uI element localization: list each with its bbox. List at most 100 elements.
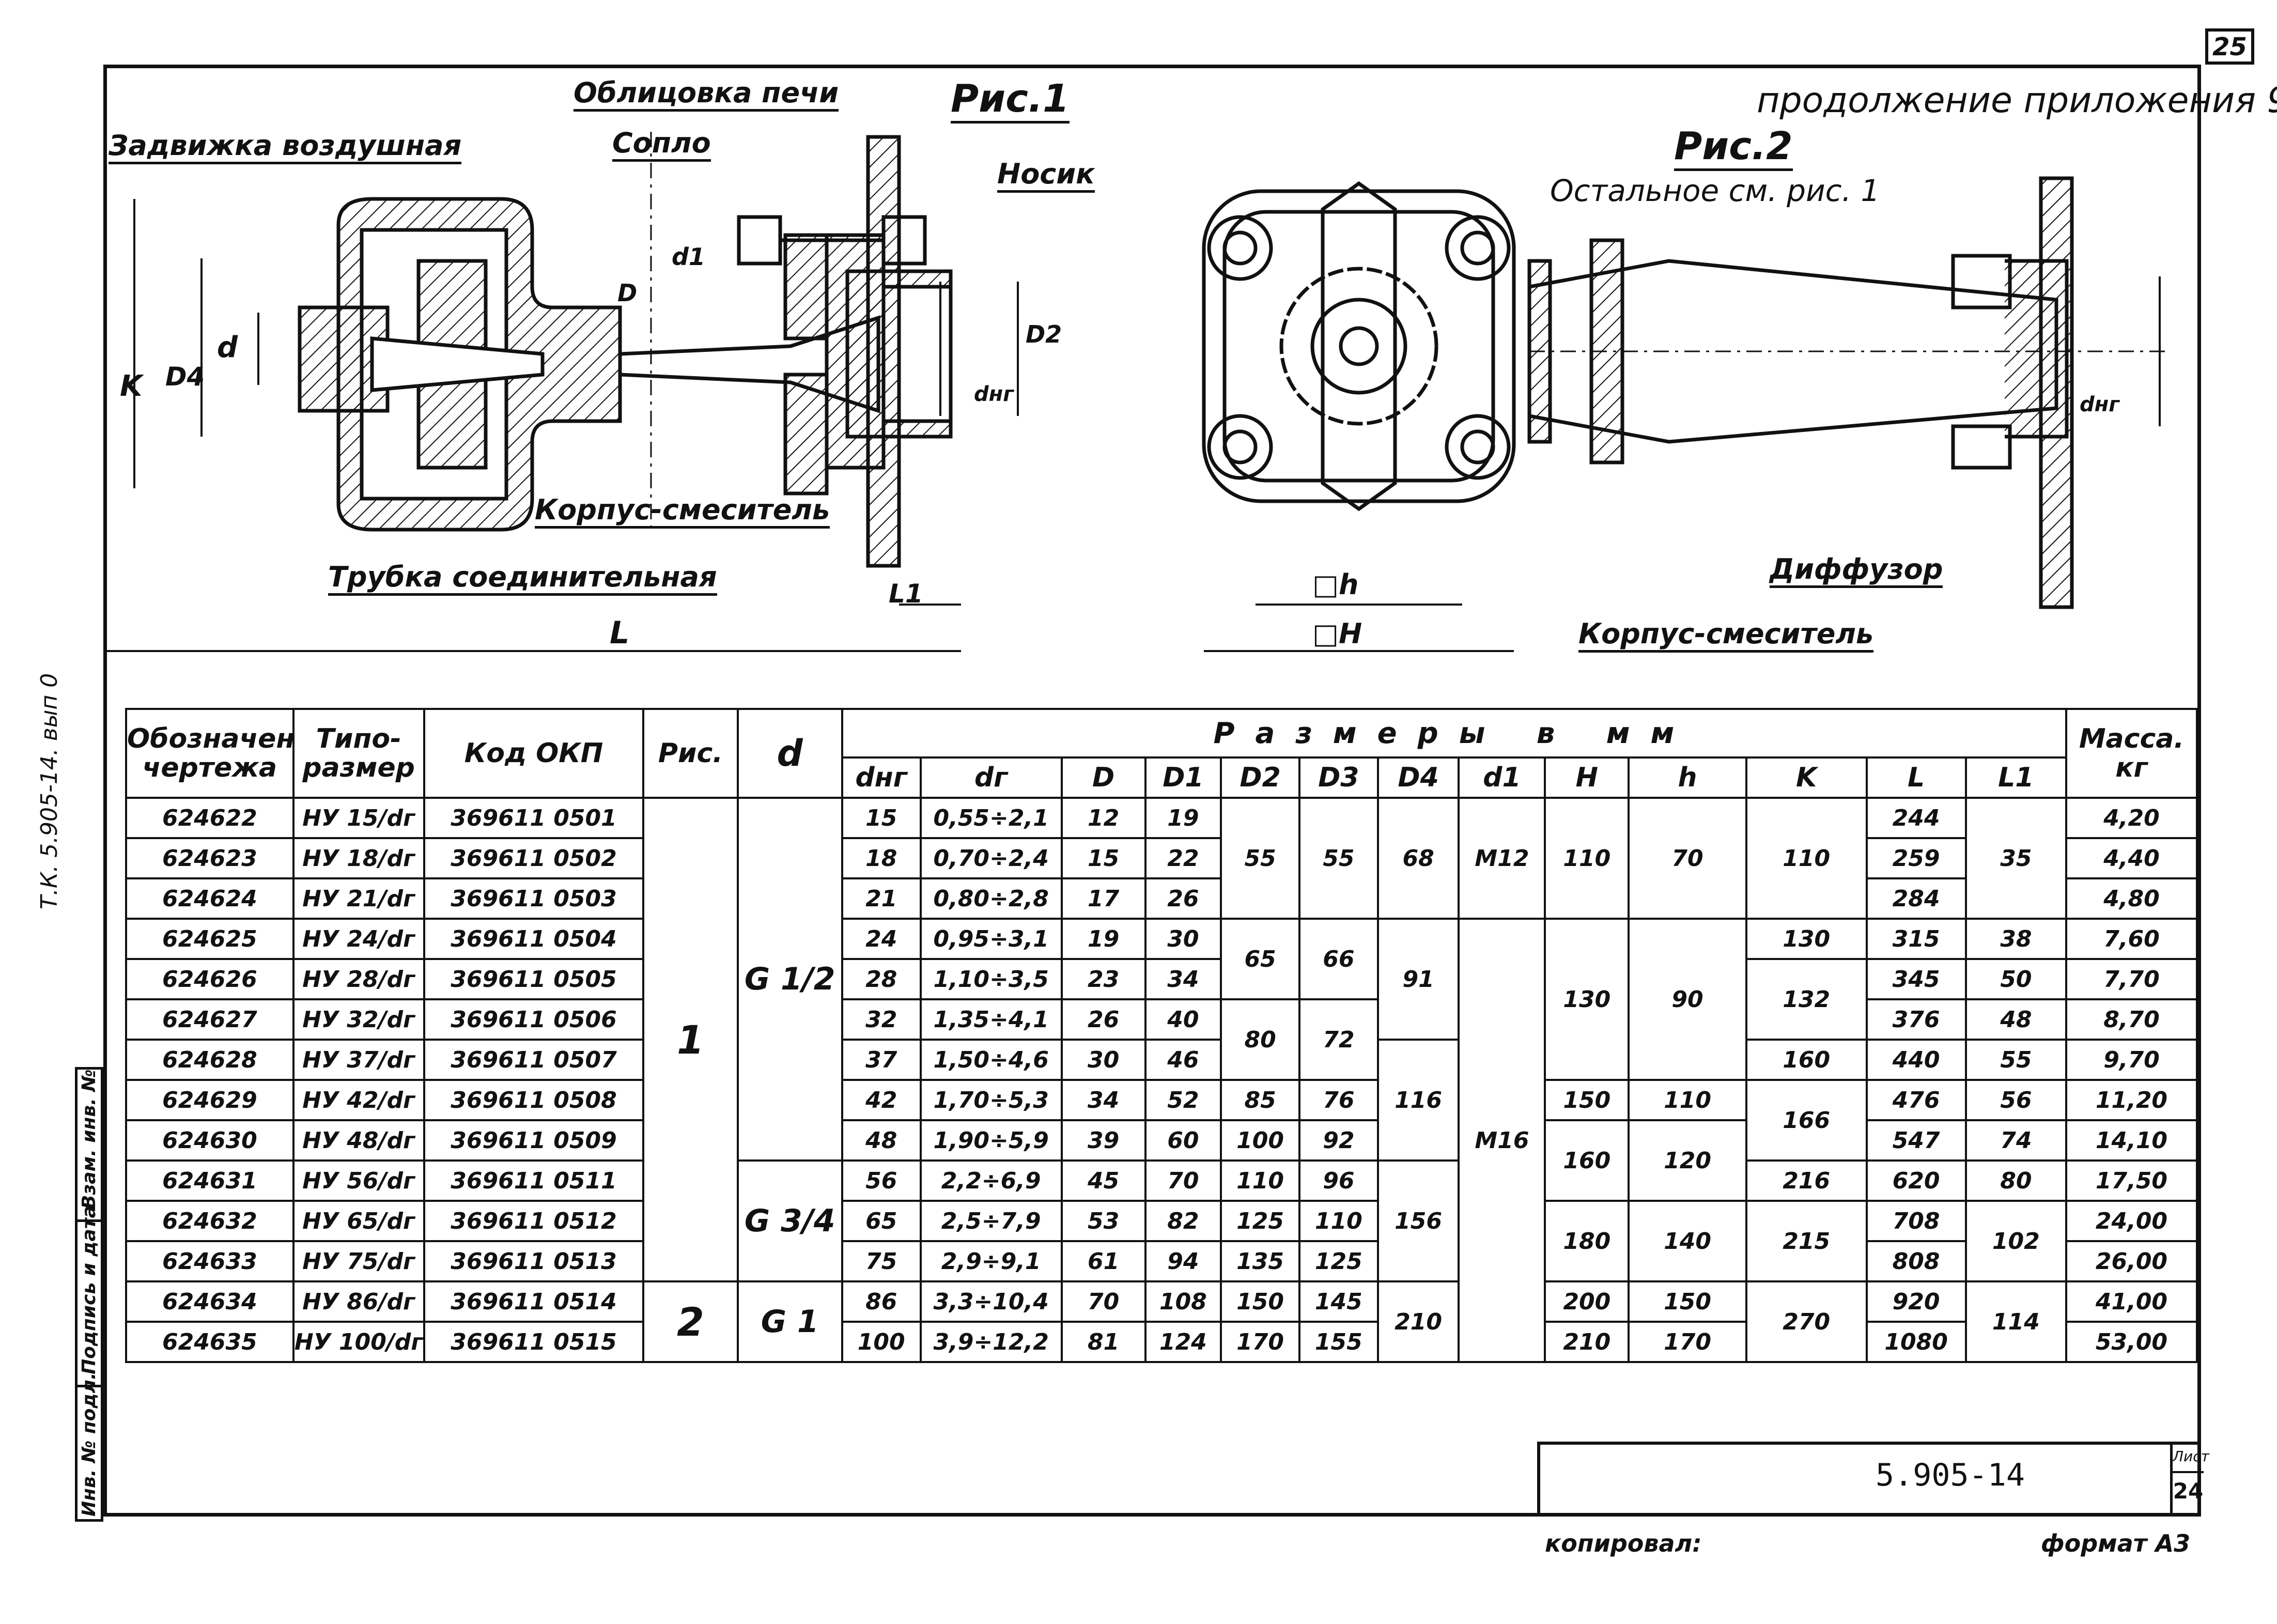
cell-D3: 125 xyxy=(1298,1240,1379,1282)
cell-D: 39 xyxy=(1060,1119,1147,1162)
header-d1: d1 xyxy=(1458,756,1546,799)
cell-mass: 7,70 xyxy=(2065,958,2198,1000)
cell-dng: 21 xyxy=(841,877,922,920)
cell-D1: 34 xyxy=(1144,958,1222,1000)
cell-K: 160 xyxy=(1745,1039,1868,1081)
cell-typesize: НУ 100/dг xyxy=(292,1321,425,1363)
cell-L: 547 xyxy=(1865,1119,1967,1162)
dim-dng-1: dнг xyxy=(974,382,1014,406)
cell-okp: 369611 0515 xyxy=(423,1321,645,1363)
cell-D3: 96 xyxy=(1298,1159,1379,1202)
header-dg: dг xyxy=(919,756,1063,799)
cell-D1: 30 xyxy=(1144,918,1222,960)
cell-D2: 135 xyxy=(1220,1240,1300,1282)
cell-K: 216 xyxy=(1745,1159,1868,1202)
cell-h: 110 xyxy=(1628,1079,1747,1121)
header-H: H xyxy=(1544,756,1630,799)
cell-typesize: НУ 15/dг xyxy=(292,797,425,839)
cell-h: 70 xyxy=(1628,797,1747,920)
table-row: 624635 НУ 100/dг 369611 0515 100 3,9÷12,… xyxy=(125,1321,2198,1363)
cell-D4: 156 xyxy=(1376,1159,1460,1282)
cell-D4: 68 xyxy=(1376,797,1460,920)
cell-H: 150 xyxy=(1544,1079,1630,1121)
cell-L1: 38 xyxy=(1964,918,2067,960)
cell-dng: 32 xyxy=(841,998,922,1041)
cell-typesize: НУ 24/dг xyxy=(292,918,425,960)
cell-D: 34 xyxy=(1060,1079,1147,1121)
cell-D: 45 xyxy=(1060,1159,1147,1202)
cell-D: 15 xyxy=(1060,837,1147,879)
cell-dng: 15 xyxy=(841,797,922,839)
cell-okp: 369611 0511 xyxy=(423,1159,645,1202)
table-row: 624622 НУ 15/dг 369611 0501 1 G 1/2 15 0… xyxy=(125,797,2198,1282)
cell-dg: 3,3÷10,4 xyxy=(919,1280,1063,1323)
technical-drawings xyxy=(103,132,2170,652)
header-D2: D2 xyxy=(1220,756,1300,799)
table-row: 624634 НУ 86/dг 369611 0514 2 G 1 86 3,3… xyxy=(125,1280,2198,1363)
cell-D: 12 xyxy=(1060,797,1147,839)
cell-D1: 19 xyxy=(1144,797,1222,839)
header-K: K xyxy=(1745,756,1868,799)
cell-designation: 624626 xyxy=(125,958,295,1000)
dim-L: L xyxy=(610,615,630,651)
cell-h: 140 xyxy=(1628,1200,1747,1282)
cell-dg: 2,2÷6,9 xyxy=(919,1159,1063,1202)
cell-K: 130 xyxy=(1745,918,1868,960)
cell-typesize: НУ 56/dг xyxy=(292,1159,425,1202)
cell-okp: 369611 0503 xyxy=(423,877,645,920)
cell-mass: 7,60 xyxy=(2065,918,2198,960)
label-diffuzor: Диффузор xyxy=(1770,553,1943,588)
cell-H: 130 xyxy=(1544,918,1630,1081)
cell-L1: 74 xyxy=(1964,1119,2067,1162)
cell-typesize: НУ 18/dг xyxy=(292,837,425,879)
cell-D2: 65 xyxy=(1220,918,1300,1000)
cell-mass: 24,00 xyxy=(2065,1200,2198,1242)
header-okp: Код ОКП xyxy=(423,708,645,799)
dim-D4: D4 xyxy=(165,362,205,392)
header-sizes-group: Размеры в мм xyxy=(841,708,2067,759)
cell-okp: 369611 0513 xyxy=(423,1240,645,1282)
cell-L: 345 xyxy=(1865,958,1967,1000)
table-row: 624625 НУ 24/dг 369611 0504 24 0,95÷3,1 … xyxy=(125,918,2198,1363)
cell-fig-2: 2 xyxy=(642,1280,739,1363)
table-row: 624628 НУ 37/dг 369611 0507 37 1,50÷4,6 … xyxy=(125,1039,2198,1162)
cell-L: 620 xyxy=(1865,1159,1967,1202)
cell-mass: 4,40 xyxy=(2065,837,2198,879)
cell-typesize: НУ 42/dг xyxy=(292,1079,425,1121)
cell-L1: 35 xyxy=(1964,797,2067,920)
list-box: Лист 24 xyxy=(2170,1442,2209,1517)
dim-K: K xyxy=(120,369,143,403)
cell-L: 315 xyxy=(1865,918,1967,960)
fig1-title: Рис.1 xyxy=(951,76,1070,123)
cell-okp: 369611 0509 xyxy=(423,1119,645,1162)
cell-dg: 0,80÷2,8 xyxy=(919,877,1063,920)
cell-mass: 41,00 xyxy=(2065,1280,2198,1323)
cell-typesize: НУ 65/dг xyxy=(292,1200,425,1242)
cell-dng: 100 xyxy=(841,1321,922,1363)
stamp-podpis: Подпись и дата xyxy=(79,1205,100,1374)
cell-H: 200 xyxy=(1544,1280,1630,1323)
label-oblitsovka: Облицовка печи xyxy=(574,76,839,112)
header-D: D xyxy=(1060,756,1147,799)
header-mass: Масса. кг xyxy=(2065,708,2198,799)
table-row: 624631 НУ 56/dг 369611 0511 G 3/4 56 2,2… xyxy=(125,1159,2198,1282)
cell-L1: 114 xyxy=(1964,1280,2067,1363)
cell-mass: 4,20 xyxy=(2065,797,2198,839)
cell-D: 81 xyxy=(1060,1321,1147,1363)
cell-dg: 3,9÷12,2 xyxy=(919,1321,1063,1363)
cell-D: 61 xyxy=(1060,1240,1147,1282)
header-D3: D3 xyxy=(1298,756,1379,799)
cell-typesize: НУ 37/dг xyxy=(292,1039,425,1081)
cell-designation: 624627 xyxy=(125,998,295,1041)
left-stamp xyxy=(75,1067,103,1522)
table-row: 624626 НУ 28/dг 369611 0505 28 1,10÷3,5 … xyxy=(125,958,2198,1041)
dim-d1: d1 xyxy=(672,243,705,271)
cell-D4: 210 xyxy=(1376,1280,1460,1363)
cell-mass: 8,70 xyxy=(2065,998,2198,1041)
cell-D1: 40 xyxy=(1144,998,1222,1041)
cell-mass: 14,10 xyxy=(2065,1119,2198,1162)
cell-L: 440 xyxy=(1865,1039,1967,1081)
cell-dg: 2,5÷7,9 xyxy=(919,1200,1063,1242)
cell-H: 210 xyxy=(1544,1321,1630,1363)
cell-D2: 80 xyxy=(1220,998,1300,1081)
